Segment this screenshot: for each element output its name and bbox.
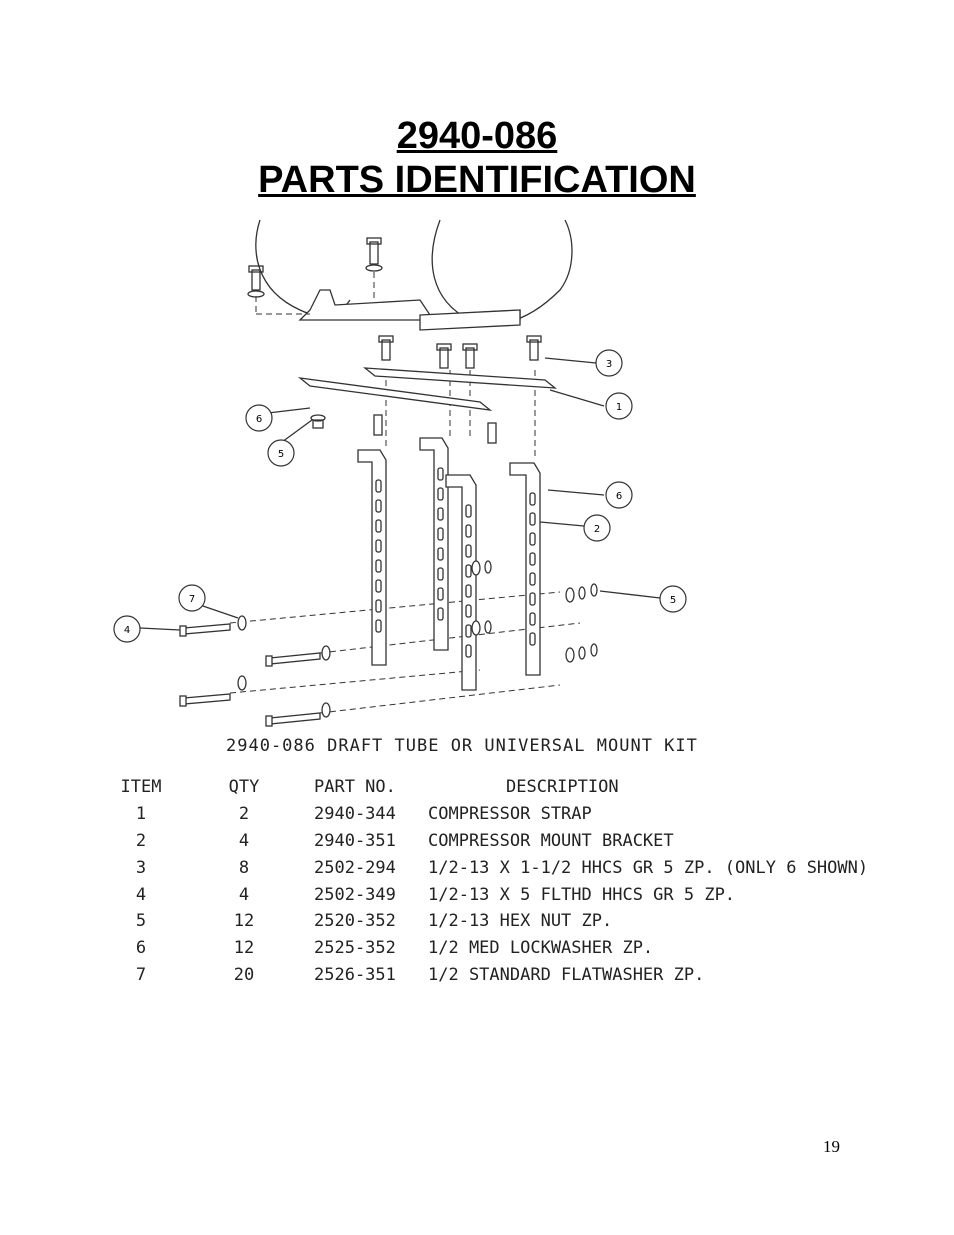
item-cell: 1 <box>135 804 147 825</box>
page-number: 19 <box>823 1137 840 1156</box>
part-no-cell: 2940-344 <box>314 804 396 825</box>
part-no-cell: 2502-294 <box>314 857 396 878</box>
draft-tube-right <box>431 219 471 321</box>
description-cell: 1/2 MED LOCKWASHER ZP. <box>428 938 654 959</box>
part-no-cell: 2520-352 <box>314 911 396 932</box>
page-title: PARTS IDENTIFICATION <box>258 159 696 201</box>
description-cell: COMPRESSOR MOUNT BRACKET <box>428 830 674 851</box>
qty-cell: 4 <box>238 884 250 905</box>
table-row: 1 2 2940-344 COMPRESSOR STRAP <box>110 801 868 828</box>
header-description: DESCRIPTION <box>506 777 619 798</box>
callout-2: 2 <box>594 524 600 535</box>
compressor-strap <box>362 367 558 389</box>
table-row: 2 4 2940-351 COMPRESSOR MOUNT BRACKET <box>110 828 868 855</box>
table-row: 6 12 2525-352 1/2 MED LOCKWASHER ZP. <box>110 935 868 962</box>
header-part-no: PART NO. <box>314 777 396 798</box>
part-no-cell: 2940-351 <box>314 830 396 851</box>
part-no-cell: 2525-352 <box>314 938 396 959</box>
item-cell: 6 <box>135 938 147 959</box>
mount-bracket-1 <box>357 449 387 666</box>
item-cell: 5 <box>135 911 147 932</box>
description-cell: COMPRESSOR STRAP <box>428 804 592 825</box>
table-row: 5 12 2520-352 1/2-13 HEX NUT ZP. <box>110 908 868 935</box>
qty-cell: 12 <box>233 938 255 959</box>
callout-6: 6 <box>256 414 262 425</box>
callout-4: 4 <box>124 625 130 636</box>
qty-cell: 8 <box>238 857 250 878</box>
item-cell: 4 <box>135 884 147 905</box>
callout-6b: 6 <box>616 491 622 502</box>
table-row: 4 4 2502-349 1/2-13 X 5 FLTHD HHCS GR 5 … <box>110 881 868 908</box>
description-cell: 1/2-13 X 1-1/2 HHCS GR 5 ZP. (ONLY 6 SHO… <box>428 857 869 878</box>
kit-title: 2940-086 DRAFT TUBE OR UNIVERSAL MOUNT K… <box>226 736 698 756</box>
qty-cell: 2 <box>238 804 250 825</box>
draft-tube-left <box>255 219 301 311</box>
callout-5: 5 <box>278 449 284 460</box>
mount-bracket-2 <box>419 437 449 651</box>
part-no-cell: 2526-351 <box>314 964 396 985</box>
description-cell: 1/2-13 HEX NUT ZP. <box>428 911 613 932</box>
table-row: 3 8 2502-294 1/2-13 X 1-1/2 HHCS GR 5 ZP… <box>110 854 868 881</box>
item-cell: 7 <box>135 964 147 985</box>
header-item: ITEM <box>120 777 162 798</box>
table-row: 7 20 2526-351 1/2 STANDARD FLATWASHER ZP… <box>110 962 868 989</box>
qty-cell: 20 <box>233 964 255 985</box>
callout-1: 1 <box>616 402 622 413</box>
table-header-row: ITEM QTY PART NO. DESCRIPTION <box>110 774 868 801</box>
qty-cell: 12 <box>233 911 255 932</box>
description-cell: 1/2-13 X 5 FLTHD HHCS GR 5 ZP. <box>428 884 736 905</box>
header-qty: QTY <box>228 777 260 798</box>
item-cell: 3 <box>135 857 147 878</box>
description-cell: 1/2 STANDARD FLATWASHER ZP. <box>428 964 705 985</box>
part-no-cell: 2502-349 <box>314 884 396 905</box>
callout-7: 7 <box>189 594 195 605</box>
parts-table: ITEM QTY PART NO. DESCRIPTION 1 2 2940-3… <box>110 774 869 989</box>
exploded-parts-diagram: 3 1 6 5 6 2 7 4 5 <box>113 219 687 727</box>
item-cell: 2 <box>135 830 147 851</box>
qty-cell: 4 <box>238 830 250 851</box>
callout-3: 3 <box>606 359 612 370</box>
callout-5b: 5 <box>670 595 676 606</box>
part-number-title: 2940-086 <box>396 115 558 157</box>
